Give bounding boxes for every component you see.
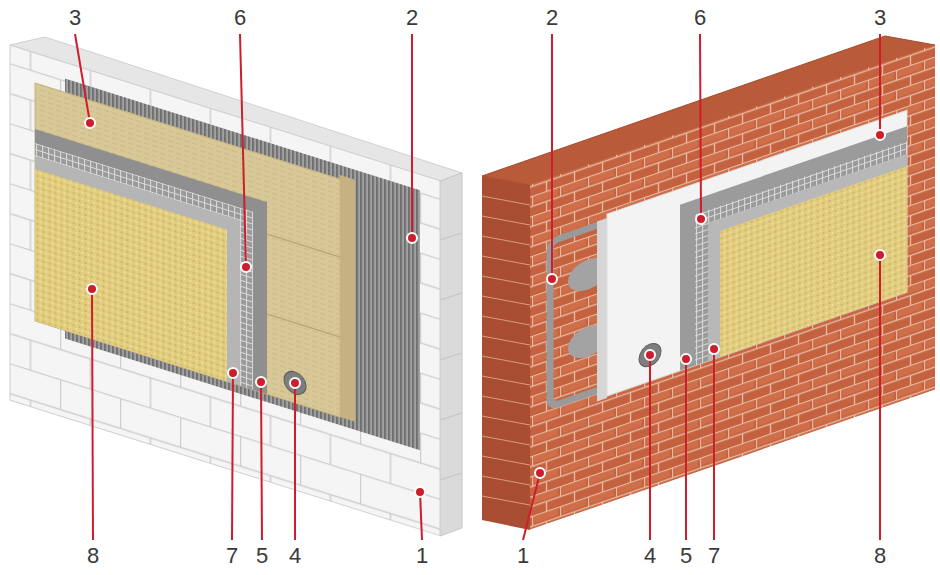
callout-number: 6 [694, 5, 706, 31]
callout-number: 6 [234, 5, 246, 31]
callout-number: 1 [416, 543, 428, 569]
callout-dots [85, 118, 885, 497]
callout-number: 7 [226, 543, 238, 569]
callout-number: 8 [874, 543, 886, 569]
callout-number: 4 [289, 543, 301, 569]
callout-number: 7 [708, 543, 720, 569]
callout-number: 5 [680, 543, 692, 569]
callout-number: 2 [406, 5, 418, 31]
callout-number: 2 [546, 5, 558, 31]
callout-number: 3 [69, 5, 81, 31]
callout-number: 8 [87, 543, 99, 569]
callout-number: 1 [517, 543, 529, 569]
callout-number: 3 [874, 5, 886, 31]
callout-number: 5 [256, 543, 268, 569]
leader-lines [75, 34, 880, 540]
callout-number: 4 [644, 543, 656, 569]
